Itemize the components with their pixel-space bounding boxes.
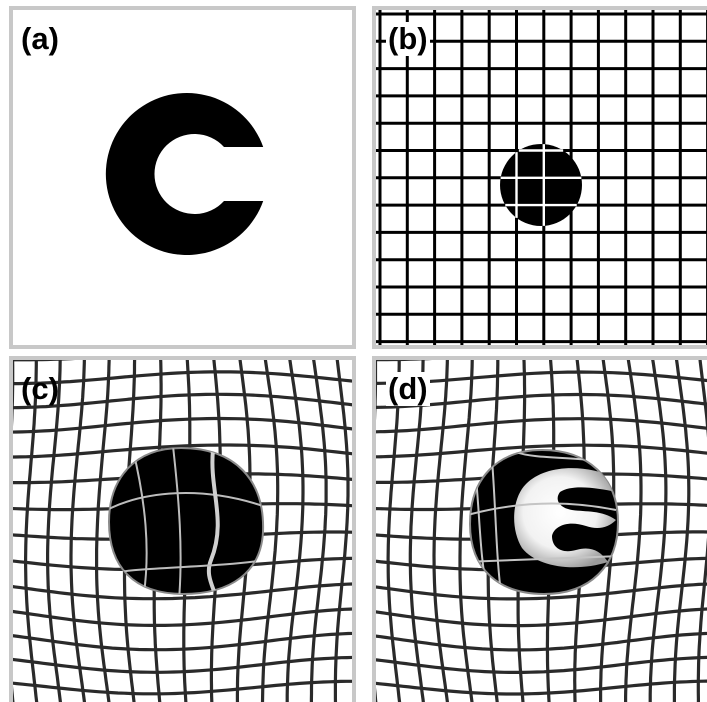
panel-label-b: (b)	[386, 21, 430, 56]
deformed-disk	[107, 446, 265, 596]
source-disk	[500, 144, 582, 226]
warped-grid-line-horizontal	[13, 607, 352, 627]
warped-grid-line-horizontal	[13, 443, 352, 459]
warped-grid-line-horizontal	[376, 679, 707, 696]
warped-grid-line-horizontal	[376, 443, 707, 459]
deformed-grid-figure-c	[13, 360, 352, 702]
warped-grid-line-vertical	[260, 360, 280, 702]
warped-grid-line-vertical	[46, 360, 63, 702]
panel-b: (b)	[372, 6, 707, 349]
warped-grid-line-vertical	[376, 360, 378, 702]
warped-grid-line-horizontal	[13, 631, 352, 652]
warped-grid-line-horizontal	[13, 655, 352, 674]
warped-grid-line-vertical	[432, 360, 450, 702]
deformed-grid-figure-d	[376, 360, 707, 702]
warped-grid-line-horizontal	[376, 417, 707, 434]
c-shape	[105, 93, 264, 255]
warped-grid-line-horizontal	[376, 582, 707, 601]
warped-grid-line-horizontal	[13, 392, 352, 410]
warped-grid-line-vertical	[408, 360, 425, 702]
warped-grid-line-horizontal	[13, 370, 352, 386]
panel-d: (d)	[372, 356, 707, 702]
warped-grid-line-horizontal	[376, 631, 707, 652]
panel-a: (a)	[9, 6, 356, 349]
warped-grid-line-horizontal	[376, 607, 707, 628]
disk-grid-lines	[500, 144, 582, 226]
warped-grid-line-horizontal	[376, 655, 707, 674]
warped-grid-line-vertical	[69, 360, 87, 702]
warped-grid-line-vertical	[386, 360, 402, 702]
panel-label-c: (c)	[21, 371, 59, 406]
panel-c: (c)	[9, 356, 356, 702]
c-shape-figure	[105, 93, 264, 255]
warped-grid-line-vertical	[624, 360, 643, 702]
emerging-c-shape	[514, 468, 616, 568]
panel-label-d: (d)	[386, 371, 430, 406]
warped-grid-line-horizontal	[13, 582, 352, 601]
panel-label-a: (a)	[21, 21, 59, 56]
warped-grid-line-vertical	[13, 360, 15, 702]
warped-grid-line-horizontal	[13, 679, 352, 696]
regular-grid-figure	[376, 10, 707, 345]
warped-grid-line-vertical	[24, 360, 39, 702]
warped-grid-line-horizontal	[13, 416, 352, 434]
